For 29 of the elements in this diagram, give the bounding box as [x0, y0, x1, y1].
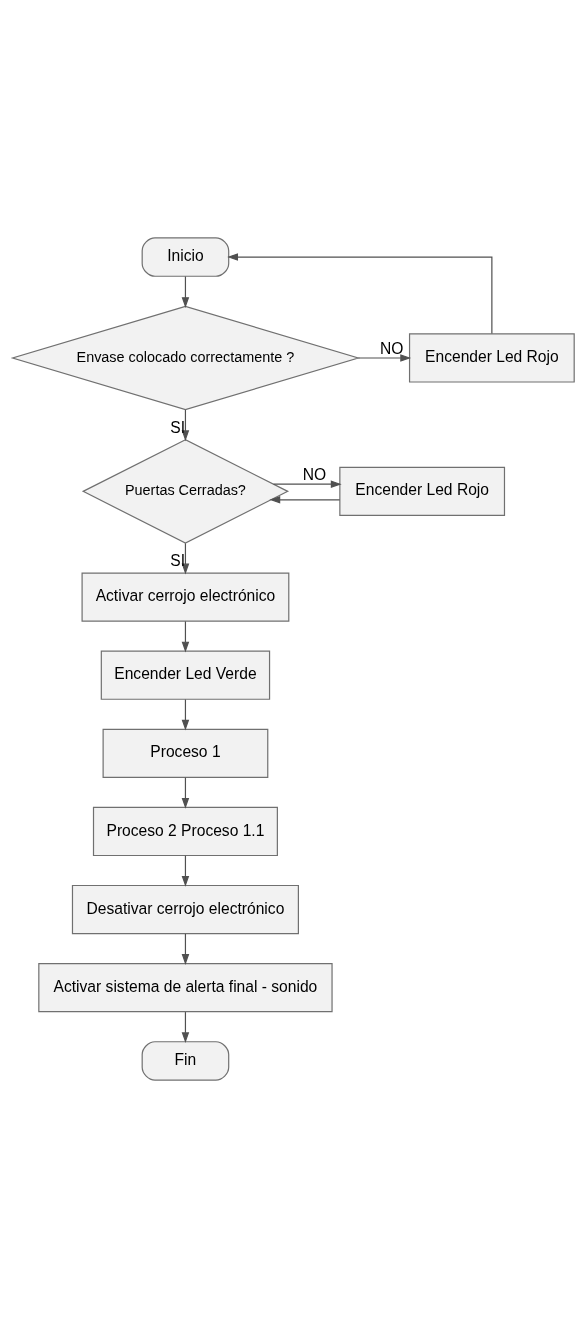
node-box: Fin — [141, 1040, 230, 1081]
node-box: Inicio — [141, 236, 230, 277]
edge-label: SI — [170, 418, 185, 436]
arrow — [181, 932, 190, 965]
arrow — [181, 620, 190, 652]
arrow — [227, 252, 493, 334]
node-diamond: Envase colocado correctamente ? — [10, 305, 361, 410]
arrow — [181, 408, 190, 441]
edge-label: SI — [170, 551, 185, 569]
arrow — [272, 479, 342, 488]
arrow — [269, 495, 341, 504]
edge-label: NO — [302, 465, 327, 483]
node-box: Activar sistema de alerta final - sonido — [38, 962, 333, 1012]
edge-label: NO — [379, 339, 404, 357]
arrow — [181, 776, 190, 809]
node-box: Activar cerrojo electrónico — [81, 572, 290, 622]
node-box: Encender Led Rojo — [408, 332, 575, 383]
node-box: Encender Led Verde — [100, 650, 271, 700]
arrow — [181, 1010, 190, 1043]
arrow — [181, 275, 190, 308]
arrow — [181, 698, 190, 731]
arrow — [181, 854, 190, 887]
arrow — [181, 542, 190, 574]
node-box: Encender Led Rojo — [339, 466, 506, 516]
node-box: Desativar cerrojo electrónico — [71, 884, 299, 934]
node-diamond: Puertas Cerradas? — [81, 438, 290, 544]
node-box: Proceso 1 — [102, 728, 269, 778]
node-box: Proceso 2 Proceso 1.1 — [92, 806, 278, 856]
arrow — [357, 353, 412, 362]
